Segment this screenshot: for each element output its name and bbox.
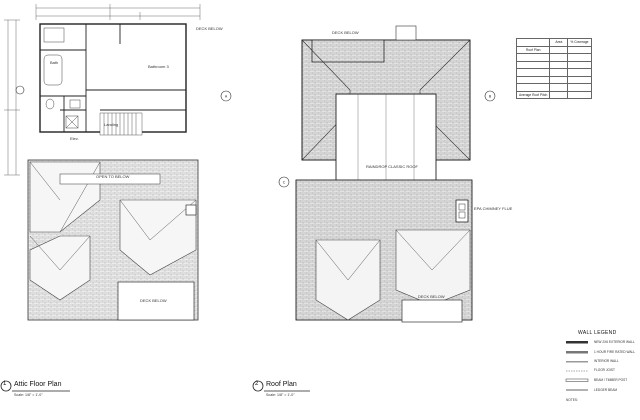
roof-label-chimney: EPA CHIMNEY FLUE	[474, 206, 513, 211]
section-marker-a: A	[225, 95, 228, 99]
legend-item: INTERIOR WALL	[594, 359, 619, 363]
legend-item: 1 HOUR FIRE RATED WALL	[594, 350, 636, 354]
roof-area-table: Area % Coverage Roof Plan Average Roof P…	[515, 38, 592, 99]
attic-plan-number: 1	[3, 381, 7, 387]
section-marker-c: C	[283, 181, 286, 185]
attic-plan-title: Attic Floor Plan	[14, 381, 62, 388]
room-label-bath: Bath	[50, 60, 58, 65]
roof-label-deck-below-2: DECK BELOW	[418, 294, 445, 299]
attic-plan-scale: Scale: 1/8" = 1'-0"	[14, 393, 43, 397]
section-marker-b: B	[489, 95, 492, 99]
roof-plan-scale: Scale: 1/8" = 1'-0"	[266, 393, 295, 397]
room-label-elev: Elev.	[70, 136, 79, 141]
wall-legend-title: WALL LEGEND	[578, 330, 617, 336]
roof-plan-number: 2	[255, 381, 259, 387]
roof-label-note: RAINDROP CLASSIC ROOF	[366, 164, 418, 169]
legend-item: BEAM / TIMBER POST	[594, 378, 628, 382]
legend-notes-label: NOTES:	[566, 398, 578, 402]
area-table-cell	[567, 90, 592, 99]
room-label-landing: Landing	[104, 122, 118, 127]
area-table-cell: Average Roof Pitch	[515, 90, 551, 99]
roof-label-deck-below: DECK BELOW	[332, 30, 359, 35]
legend-item: FLOOR JOIST	[594, 368, 615, 372]
room-label-bathroom: Bathroom 3	[148, 64, 169, 69]
label-open-below: OPEN TO BELOW	[96, 174, 130, 179]
legend-item: NEW 2X6 EXTERIOR WALL	[594, 340, 635, 344]
label-deck-below-2: DECK BELOW	[140, 298, 167, 303]
roof-plan-title: Roof Plan	[266, 381, 297, 388]
legend-item: LEDGER BEAM	[594, 388, 618, 392]
label-deck-below: DECK BELOW	[196, 26, 223, 31]
